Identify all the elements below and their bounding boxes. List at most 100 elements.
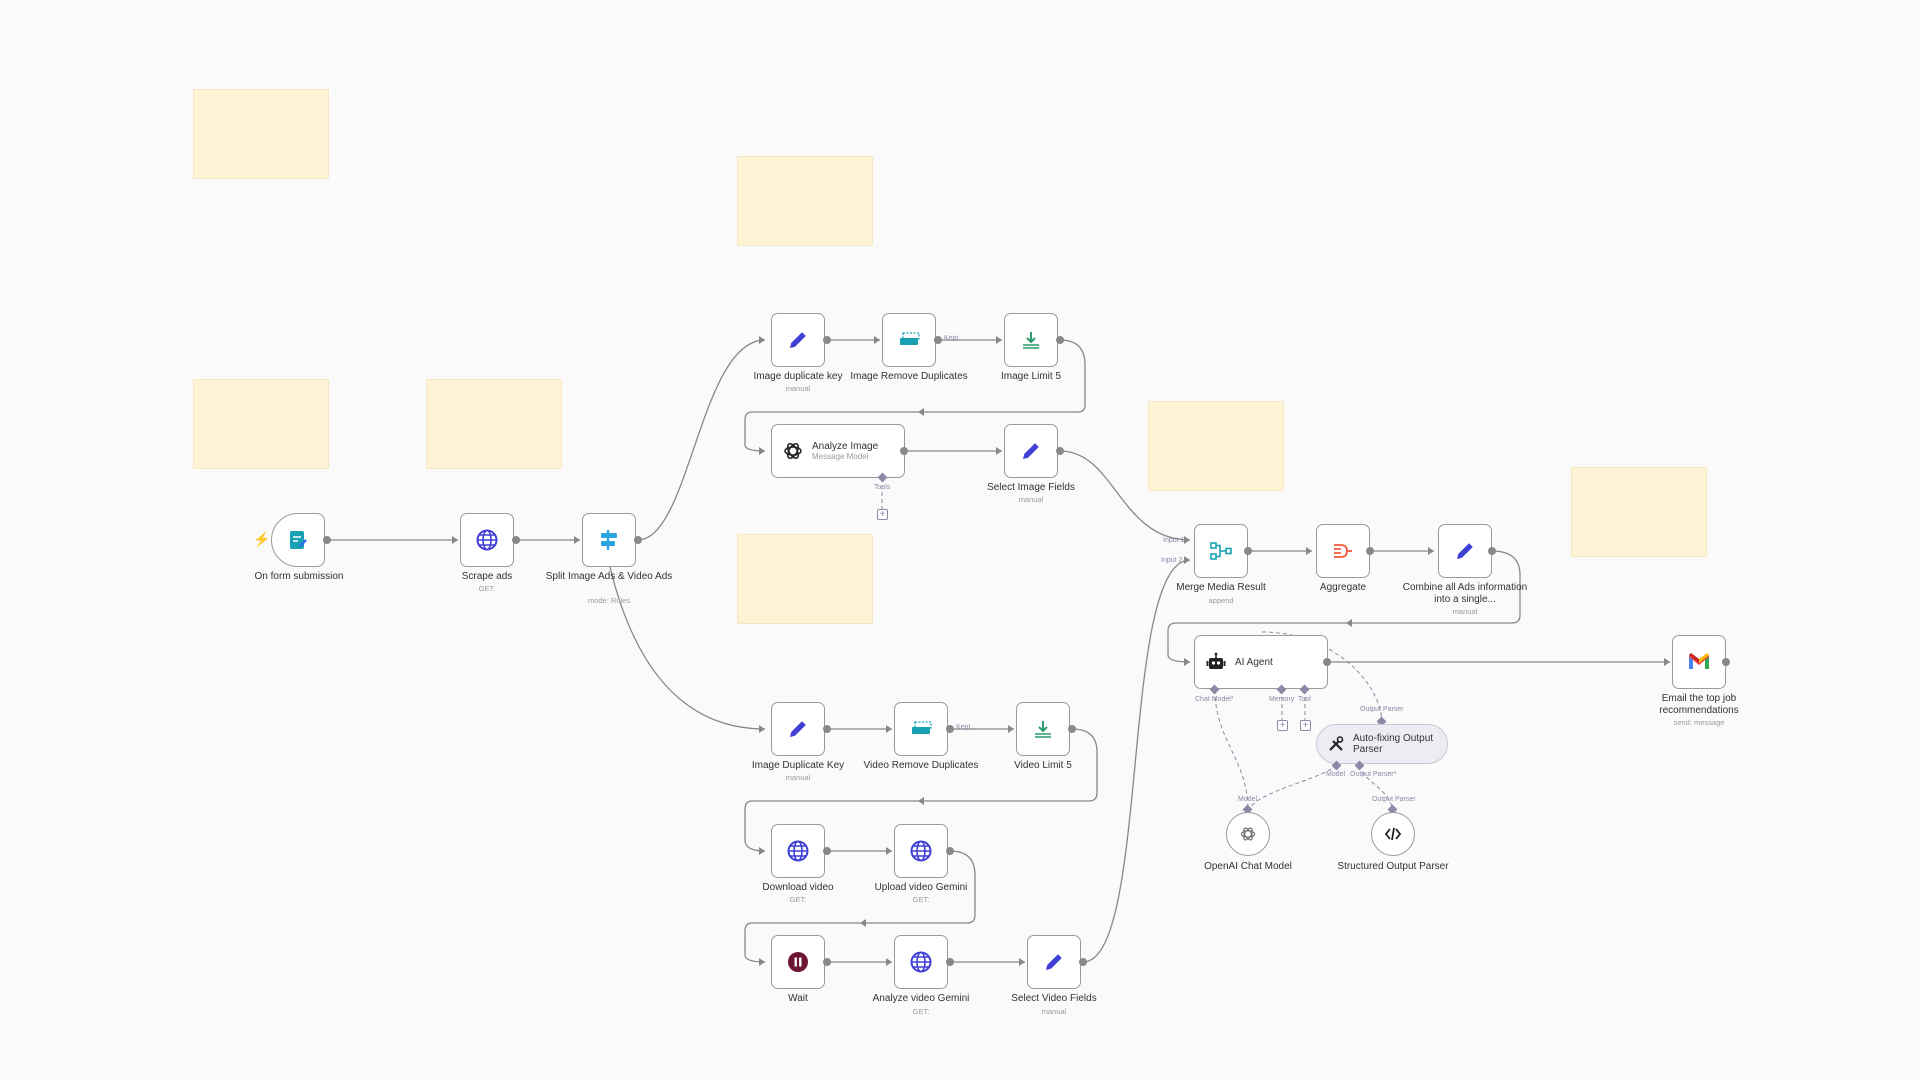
globe-icon xyxy=(910,840,932,862)
merge-icon xyxy=(1210,542,1232,560)
input-1-label: Input 1 xyxy=(1163,537,1185,544)
output-port[interactable] xyxy=(823,725,831,733)
node-label: Select Video Fields xyxy=(1011,993,1097,1004)
video-duplicate-key-node[interactable] xyxy=(771,702,825,756)
node-label: Aggregate xyxy=(1319,582,1367,593)
sticky-note[interactable] xyxy=(193,379,329,469)
node-label: Video Limit 5 xyxy=(1014,760,1072,771)
output-port[interactable] xyxy=(1244,547,1252,555)
upload-video-gemini-node[interactable] xyxy=(894,824,948,878)
switch-icon xyxy=(601,530,617,550)
input-2-label: Input 2 xyxy=(1161,557,1183,564)
node-subtitle: mode: Rules xyxy=(587,596,631,605)
openai-chat-model-node[interactable] xyxy=(1226,812,1270,856)
output-port[interactable] xyxy=(1079,958,1087,966)
analyze-image-node[interactable]: Analyze Image Message Model xyxy=(771,424,905,478)
image-remove-duplicates-node[interactable] xyxy=(882,313,936,367)
video-remove-duplicates-node[interactable] xyxy=(894,702,948,756)
select-video-fields-node[interactable] xyxy=(1027,935,1081,989)
wait-node[interactable] xyxy=(771,935,825,989)
analyze-video-gemini-node[interactable] xyxy=(894,935,948,989)
add-tool-button[interactable]: + xyxy=(1300,720,1311,731)
globe-icon xyxy=(476,529,498,551)
aggregate-node[interactable] xyxy=(1316,524,1370,578)
node-subtitle: manual xyxy=(785,384,811,393)
gmail-icon xyxy=(1689,653,1709,669)
image-duplicate-key-node[interactable] xyxy=(771,313,825,367)
combine-ads-node[interactable] xyxy=(1438,524,1492,578)
node-title: Analyze Image xyxy=(812,441,879,452)
sticky-note[interactable] xyxy=(426,379,562,469)
pencil-icon xyxy=(1023,443,1039,459)
node-title: Auto-fixing Output Parser xyxy=(1353,733,1434,755)
node-subtitle: manual xyxy=(785,773,811,782)
memory-label: Memory xyxy=(1269,696,1295,703)
openai-icon xyxy=(784,443,802,459)
output-port[interactable] xyxy=(946,847,954,855)
pencil-icon xyxy=(790,721,806,737)
output-port[interactable] xyxy=(634,536,642,544)
add-tool-button[interactable]: + xyxy=(877,509,888,520)
auto-fixing-output-parser-node[interactable]: Auto-fixing Output Parser xyxy=(1316,724,1448,764)
output-port[interactable] xyxy=(900,447,908,455)
globe-icon xyxy=(787,840,809,862)
node-subtitle: GET: xyxy=(478,584,496,593)
node-subtitle: GET: xyxy=(912,1007,930,1016)
output-port[interactable] xyxy=(946,958,954,966)
output-port[interactable] xyxy=(946,725,954,733)
sticky-note[interactable] xyxy=(193,89,329,179)
output-port[interactable] xyxy=(1323,658,1331,666)
sticky-note[interactable] xyxy=(1571,467,1707,557)
node-label: Upload video Gemini xyxy=(874,882,968,893)
node-label: Analyze video Gemini xyxy=(872,993,970,1004)
output-port[interactable] xyxy=(823,847,831,855)
output-port[interactable] xyxy=(323,536,331,544)
output-port[interactable] xyxy=(512,536,520,544)
on-form-submission-node[interactable] xyxy=(271,513,325,567)
node-subtitle: GET: xyxy=(912,895,930,904)
pause-icon xyxy=(788,952,808,972)
aggregate-icon xyxy=(1334,544,1352,558)
structured-output-parser-node[interactable] xyxy=(1371,812,1415,856)
output-port[interactable] xyxy=(823,336,831,344)
email-recommendations-node[interactable] xyxy=(1672,635,1726,689)
output-port[interactable] xyxy=(1068,725,1076,733)
autofix-model-label: Model xyxy=(1326,771,1346,778)
split-image-video-ads-node[interactable] xyxy=(582,513,636,567)
node-subtitle: GET: xyxy=(789,895,807,904)
output-port[interactable] xyxy=(1488,547,1496,555)
trigger-bolt-icon: ⚡ xyxy=(253,531,271,547)
code-icon xyxy=(1384,827,1402,841)
globe-icon xyxy=(910,951,932,973)
node-label: Image duplicate key xyxy=(753,371,843,382)
video-limit-node[interactable] xyxy=(1016,702,1070,756)
merge-media-result-node[interactable] xyxy=(1194,524,1248,578)
output-port[interactable] xyxy=(1056,447,1064,455)
node-label: On form submission xyxy=(254,571,344,582)
output-port[interactable] xyxy=(934,336,942,344)
output-port[interactable] xyxy=(1722,658,1730,666)
node-subtitle: send: message xyxy=(1673,718,1725,727)
pencil-icon xyxy=(1046,954,1062,970)
output-port[interactable] xyxy=(1056,336,1064,344)
add-memory-button[interactable]: + xyxy=(1277,720,1288,731)
node-subtitle: Message Model xyxy=(812,452,869,461)
output-port[interactable] xyxy=(1366,547,1374,555)
ai-agent-node[interactable]: AI Agent xyxy=(1194,635,1328,689)
model-top-label: Model xyxy=(1238,796,1258,803)
sticky-note[interactable] xyxy=(737,534,873,624)
autofix-output-parser-label: Output Parser* xyxy=(1350,771,1397,778)
node-label: Wait xyxy=(788,993,808,1004)
sticky-note[interactable] xyxy=(737,156,873,246)
scrape-ads-node[interactable] xyxy=(460,513,514,567)
select-image-fields-node[interactable] xyxy=(1004,424,1058,478)
port-label-kept: Kept xyxy=(956,724,971,731)
download-video-node[interactable] xyxy=(771,824,825,878)
sticky-note[interactable] xyxy=(1148,401,1284,491)
node-label: Image Remove Duplicates xyxy=(850,371,968,382)
output-port[interactable] xyxy=(823,958,831,966)
port-label-kept: Kept xyxy=(944,335,959,342)
form-icon xyxy=(290,531,307,549)
image-limit-node[interactable] xyxy=(1004,313,1058,367)
